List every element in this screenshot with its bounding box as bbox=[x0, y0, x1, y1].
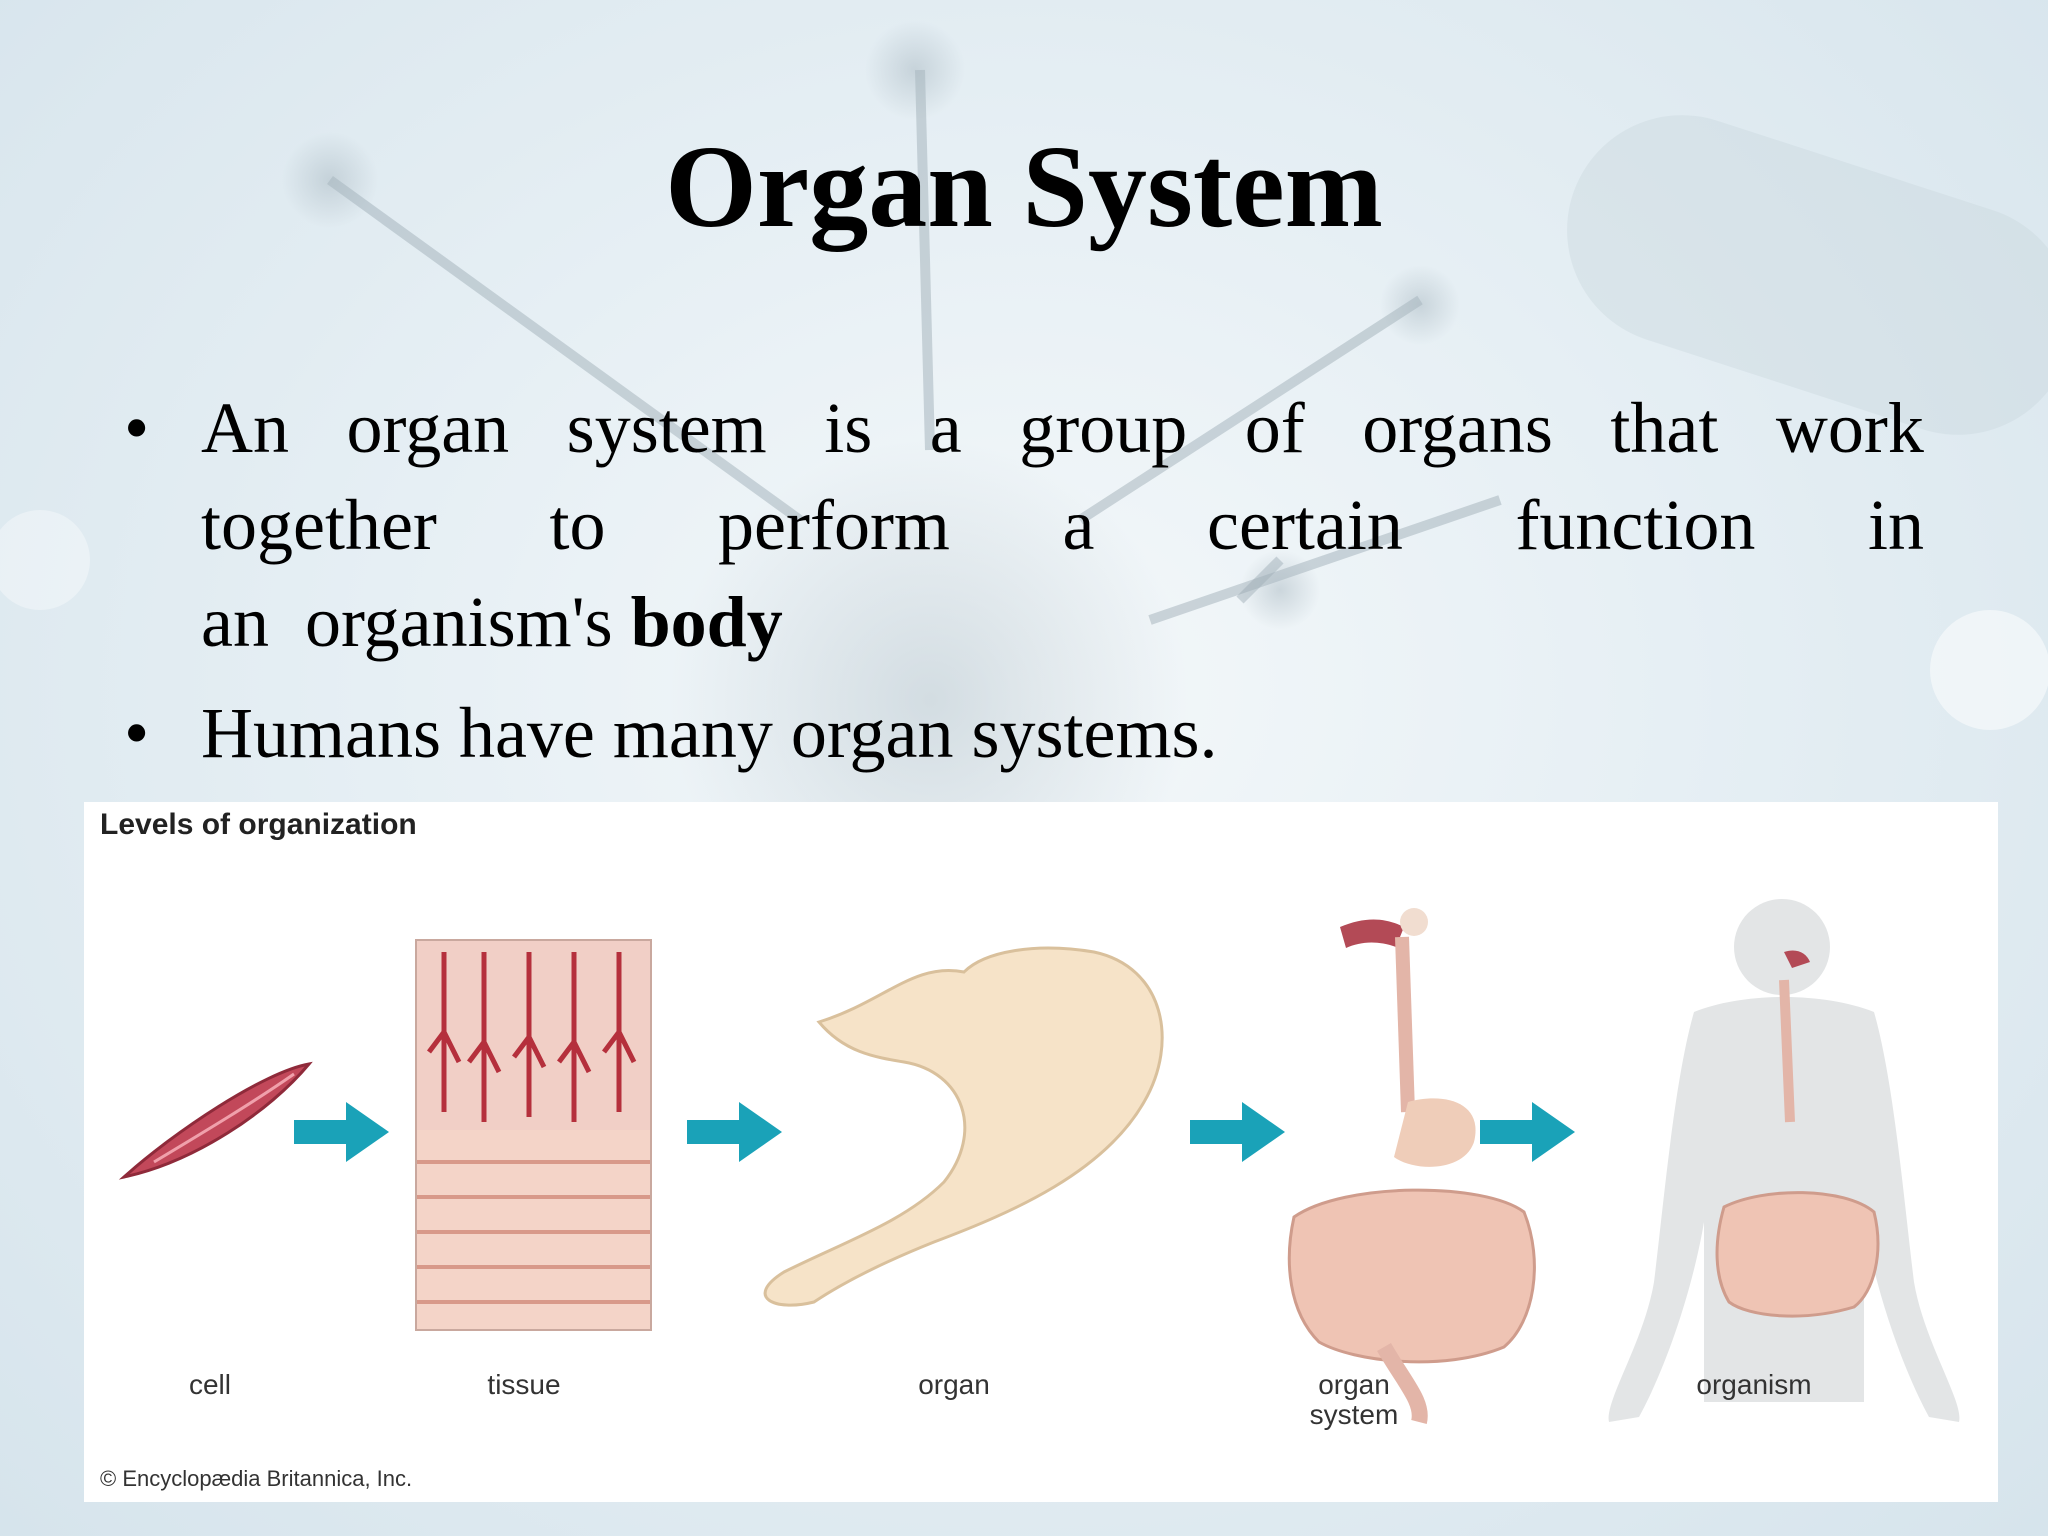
figure-credit: © Encyclopædia Britannica, Inc. bbox=[100, 1466, 413, 1491]
word: organs bbox=[1362, 388, 1553, 468]
arrow-icon bbox=[687, 1102, 782, 1162]
word: An bbox=[201, 388, 289, 468]
label-tissue: tissue bbox=[487, 1369, 561, 1400]
word: organ bbox=[346, 388, 510, 468]
label-cell: cell bbox=[188, 1369, 231, 1400]
bullet-line-2: together to perform a certain function i… bbox=[201, 477, 1924, 574]
bullet-line-1: An organ system is a group of organs tha… bbox=[201, 380, 1924, 477]
word: to bbox=[549, 485, 606, 565]
word: certain bbox=[1207, 485, 1403, 565]
label-organ-system-line-2: system bbox=[1309, 1399, 1399, 1430]
levels-illustration bbox=[118, 899, 1960, 1424]
bullet-list: • An organ system is a group of organs t… bbox=[124, 380, 1924, 782]
bullet-text: Humans have many organ systems. bbox=[201, 693, 1218, 773]
word: of bbox=[1244, 388, 1305, 468]
arrow-icon bbox=[1190, 1102, 1285, 1162]
label-organism: organism bbox=[1696, 1369, 1812, 1400]
word: system bbox=[566, 388, 767, 468]
tissue-illustration bbox=[415, 939, 652, 1331]
word: is bbox=[824, 388, 873, 468]
bullet-line-3: an organism's body bbox=[201, 574, 1924, 671]
label-organ: organ bbox=[918, 1369, 990, 1400]
bullet-item-humans: • Humans have many organ systems. bbox=[124, 685, 1924, 782]
figure-title: Levels of organization bbox=[100, 808, 417, 841]
label-organ-system-line-1: organ bbox=[1318, 1369, 1390, 1400]
levels-of-organization-figure: Levels of organization cell tissue organ… bbox=[84, 802, 1998, 1502]
word: a bbox=[1062, 485, 1095, 565]
label-organ-system: organ system bbox=[1284, 1370, 1424, 1430]
word: work bbox=[1775, 388, 1924, 468]
word: together bbox=[201, 485, 437, 565]
bullet-symbol: • bbox=[124, 693, 150, 773]
bullet-line-text: an organism's bbox=[201, 582, 631, 662]
word: that bbox=[1610, 388, 1719, 468]
bold-word-body: body bbox=[630, 582, 783, 662]
word: perform bbox=[718, 485, 950, 565]
digestive-system-illustration bbox=[1287, 908, 1536, 1424]
human-body-illustration bbox=[1608, 899, 1960, 1422]
word: group bbox=[1019, 388, 1188, 468]
bullet-item-definition: • An organ system is a group of organs t… bbox=[124, 380, 1924, 671]
arrow-icon bbox=[1480, 1102, 1575, 1162]
word: in bbox=[1867, 485, 1924, 565]
slide-title: Organ System bbox=[665, 121, 1383, 252]
arrow-icon bbox=[294, 1102, 389, 1162]
stomach-illustration bbox=[763, 946, 1164, 1307]
cell-illustration bbox=[118, 1061, 313, 1180]
word: function bbox=[1515, 485, 1756, 565]
bullet-symbol: • bbox=[124, 388, 150, 468]
word: a bbox=[929, 388, 962, 468]
